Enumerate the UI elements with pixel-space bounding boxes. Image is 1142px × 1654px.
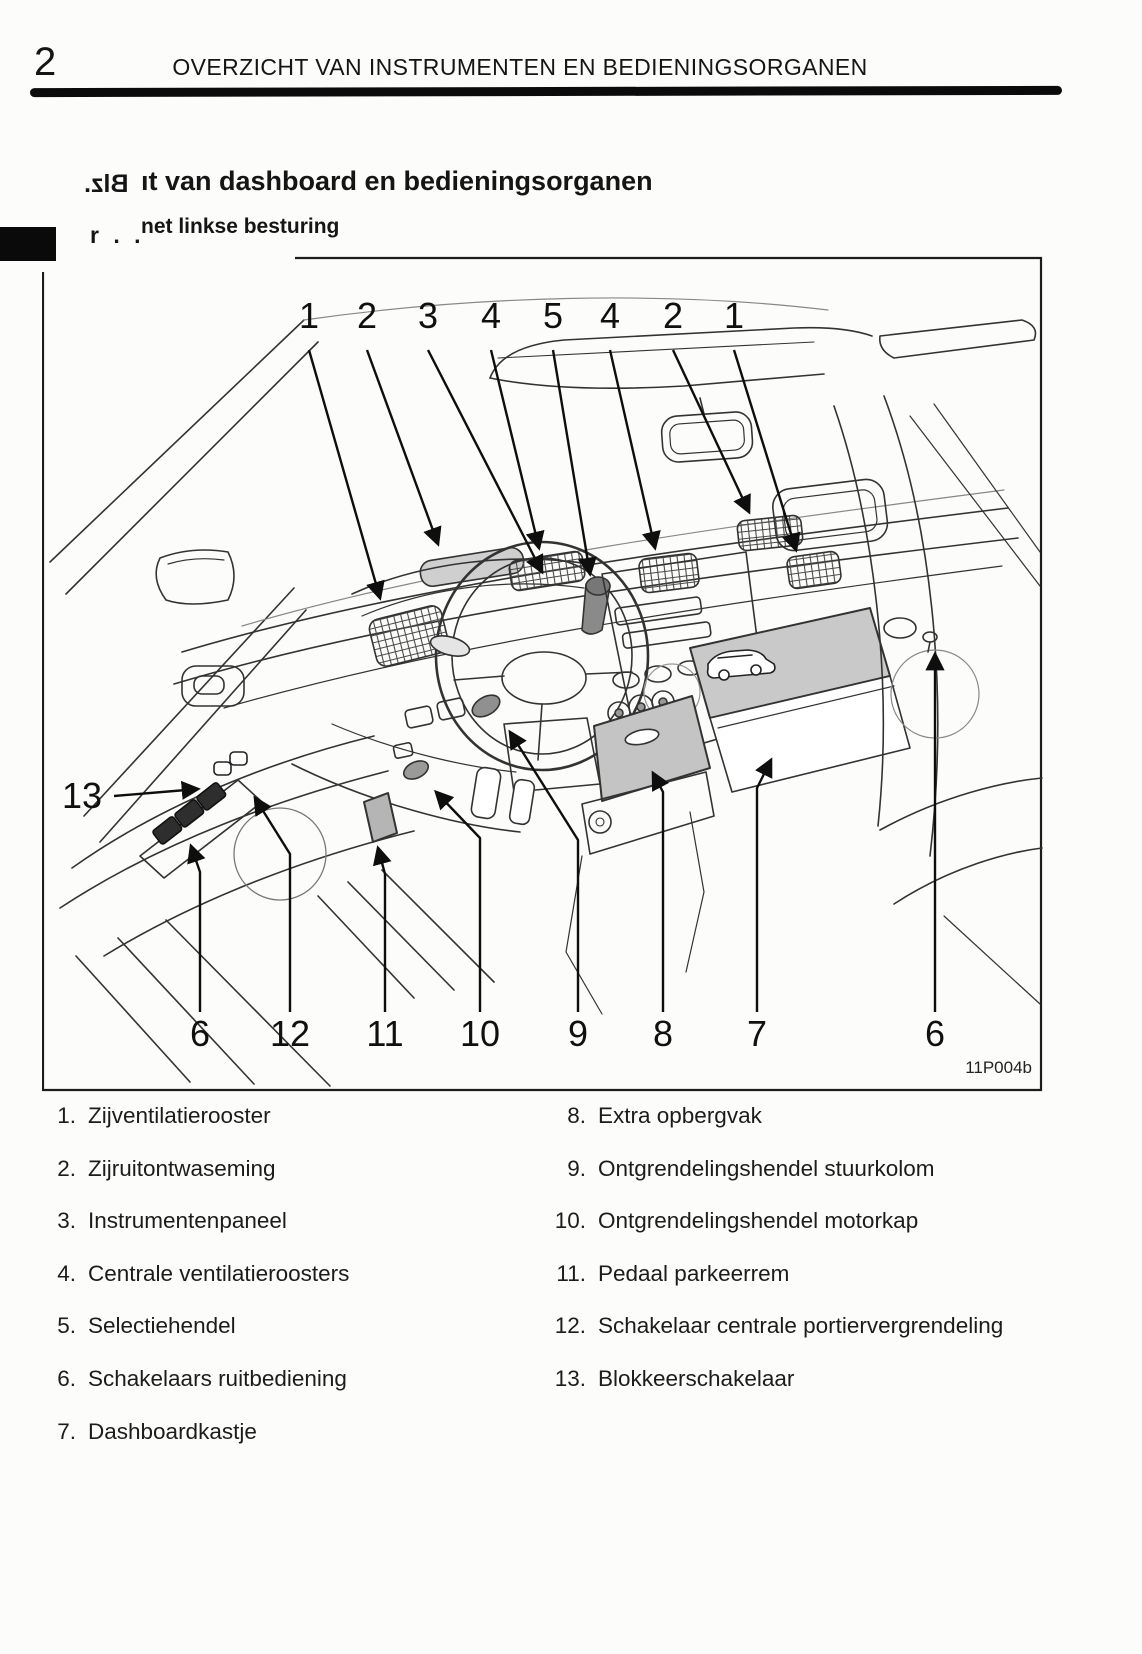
legend-item-number: 5. [57,1313,76,1339]
right-door-pull [883,617,917,639]
legend-item-number: 6. [57,1366,76,1391]
legend-item: 7. Dashboardkastje [46,1419,257,1445]
left-side-vent [368,605,450,667]
header-rule [29,85,1063,98]
legend-item-label: Selectiehendel [88,1313,236,1339]
right-defroster-vent [736,514,804,552]
callout-number: 5 [542,295,564,336]
legend-item: 12. Schakelaar centrale portiervergrendel… [538,1313,1004,1339]
page-number: 2 [34,40,58,84]
legend-item-label: Extra opbergvak [598,1103,762,1128]
legend-item-number: 12. [554,1313,586,1339]
legend-item: 8. Extra opbergvak [538,1103,762,1129]
figure-frame [42,256,1043,1092]
callout-number: 9 [567,1013,589,1054]
callout-number: 6 [189,1013,211,1054]
legend-item-number: 1. [57,1103,76,1128]
sun-visors [303,297,1037,390]
right-side-vent [786,550,842,590]
legend-item: 13. Blokkeerschakelaar [538,1366,795,1392]
legend-item-label: Schakelaar centrale portiervergrendeling [598,1313,1004,1339]
legend-item: 5. Selectiehendel [46,1313,236,1339]
legend-item: 10. Ontgrendelingshendel motorkap [538,1208,919,1234]
section-title: ıt van dashboard en bedieningsorganen [141,166,653,196]
center-vent-right [638,552,700,594]
legend-item-label: Ontgrendelingshendel motorkap [598,1208,919,1234]
tilt-release-lever [471,694,501,718]
legend-item-label: Blokkeerschakelaar [598,1366,795,1391]
legend-item-label: Zijventilatierooster [88,1103,271,1128]
steering-column [429,635,601,793]
callout-leader-lines [113,349,945,1012]
mirrored-print-artifact: Blz. [84,170,129,198]
legend-item-number: 3. [57,1208,76,1234]
callout-number: 8 [652,1013,674,1054]
extra-storage-tray [581,695,715,855]
left-side-mirror [155,549,235,605]
glove-box-area [689,607,911,793]
legend-item-label: Pedaal parkeerrem [598,1260,790,1286]
right-side-mirror [772,478,889,552]
callout-number: 4 [599,295,621,336]
legend-item-label: Centrale ventilatieroosters [88,1260,350,1286]
selector-lever [581,576,611,635]
subtitle-print-artifact: r . . [90,222,145,248]
page-header-title: OVERZICHT VAN INSTRUMENTEN EN BEDIENINGS… [172,54,868,80]
callout-number: 2 [662,295,684,336]
left-door-handle [181,665,245,707]
section-subtitle: net linkse besturing [141,215,340,238]
legend-item: 4. Centrale ventilatieroosters [46,1261,349,1287]
legend-item-number: 8. [567,1103,586,1128]
legend-item: 9. Ontgrendelingshendel stuurkolom [538,1156,934,1182]
legend-item: 6. Schakelaars ruitbediening [46,1366,347,1392]
callout-number: 11 [366,1013,404,1054]
callout-number: 2 [356,295,378,336]
figure-code: 11P004b [965,1058,1032,1077]
legend-item-number: 9. [567,1155,586,1181]
callout-number: 12 [269,1013,311,1054]
callout-number: 13 [62,775,103,816]
right-window-switch [922,631,938,653]
legend-item-number: 4. [57,1260,76,1286]
callout-number: 1 [723,295,745,336]
callout-number: 1 [298,295,320,336]
car-pictogram [706,649,776,681]
left-door-and-pillar [49,319,415,1087]
legend-item-label: Ontgrendelingshendel stuurkolom [598,1155,935,1181]
legend-item: 11. Pedaal parkeerrem [538,1261,789,1287]
legend-item-label: Schakelaars ruitbediening [88,1366,347,1391]
door-lock-switch [213,751,248,776]
legend-item-number: 10. [554,1208,586,1234]
parking-brake-pedal [363,792,398,843]
callout-number: 7 [746,1013,768,1054]
callout-number: 6 [924,1013,946,1054]
legend-item: 2. Zijruitontwaseming [46,1155,276,1182]
legend-item-label: Instrumentenpaneel [88,1208,287,1234]
legend-item-number: 7. [57,1418,76,1444]
dashboard-line-drawing [42,256,1043,1092]
legend-item-number: 13. [554,1366,586,1391]
legend-item-number: 2. [57,1155,76,1181]
callout-number: 3 [417,295,439,336]
legend-item-label: Zijruitontwaseming [88,1155,276,1181]
callout-number: 4 [480,295,502,336]
rearview-mirror [660,397,754,463]
hood-release-lever [402,760,430,780]
legend-item-label: Dashboardkastje [88,1418,257,1444]
edge-tab-mark [0,227,56,261]
legend-item-number: 11. [556,1260,586,1286]
legend-item: 3. Instrumentenpaneel [46,1208,287,1234]
legend-item: 1. Zijventilatierooster [46,1103,271,1129]
callout-number: 10 [459,1013,501,1054]
turn-signal-stalk [429,635,471,657]
lower-dash-and-pedals [291,697,705,1015]
